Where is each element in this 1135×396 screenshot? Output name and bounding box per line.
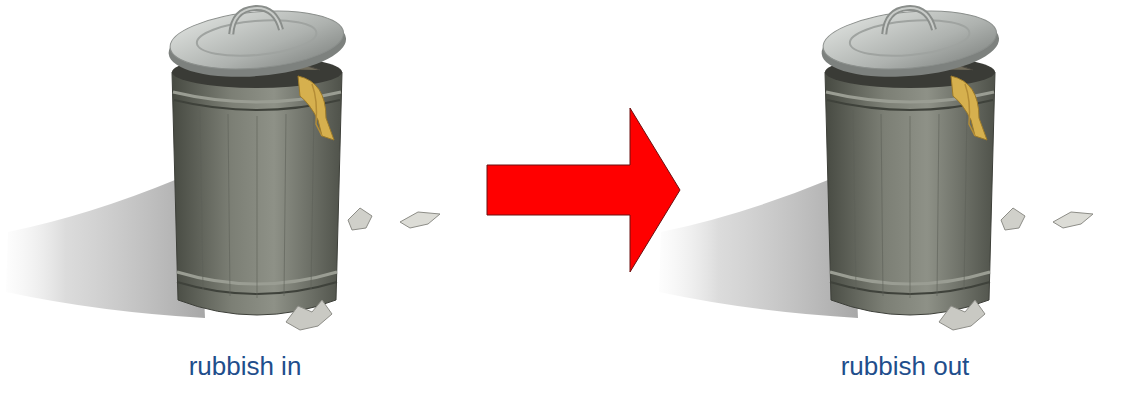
- block-arrow: [487, 108, 680, 272]
- rubbish-bin: [659, 0, 1093, 330]
- bin-node: rubbish out: [685, 0, 1125, 396]
- rubbish-bin: [6, 0, 440, 330]
- bin-node: rubbish in: [5, 0, 485, 396]
- caption-label: rubbish in: [5, 350, 485, 382]
- caption-label: rubbish out: [685, 350, 1125, 382]
